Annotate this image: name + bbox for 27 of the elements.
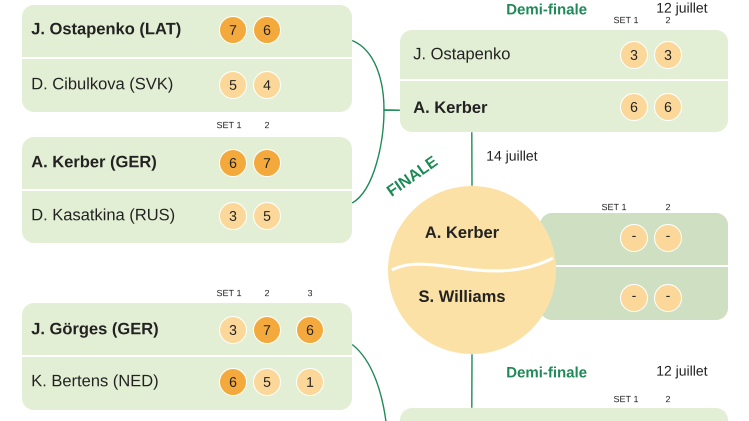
- score-panel: [540, 213, 728, 320]
- player-name: J. Ostapenko (LAT): [31, 22, 180, 38]
- round-heading: Demi-finale: [507, 4, 587, 14]
- player-name: J. Ostapenko: [413, 47, 510, 63]
- bracket-line: [352, 344, 388, 421]
- match-box: [400, 30, 728, 132]
- player-name: A. Kerber: [425, 226, 499, 238]
- bracket-line: [471, 132, 473, 186]
- player-name: A. Kerber (GER): [32, 155, 156, 171]
- match-box: [400, 408, 728, 421]
- date-label: 12 juillet: [657, 365, 708, 379]
- bracket-line: [352, 109, 400, 204]
- player-name: S. Williams: [419, 290, 505, 302]
- set-label: SET 1: [216, 122, 242, 128]
- round-heading: Demi-finale: [507, 366, 587, 378]
- match-box: [22, 137, 352, 243]
- player-name: K. Bertens (NED): [32, 374, 158, 390]
- bracket-line: [471, 354, 473, 408]
- player-name: J. Görges (GER): [31, 322, 158, 338]
- date-label: 12 juillet: [657, 2, 708, 16]
- player-name: A. Kerber: [414, 100, 488, 114]
- player-name: D. Cibulkova (SVK): [32, 77, 172, 93]
- set-label: 2: [264, 122, 270, 128]
- match-box: [22, 303, 352, 410]
- player-name: D. Kasatkina (RUS): [32, 208, 174, 224]
- date-label: 14 juillet: [487, 150, 538, 164]
- match-box: [22, 5, 352, 112]
